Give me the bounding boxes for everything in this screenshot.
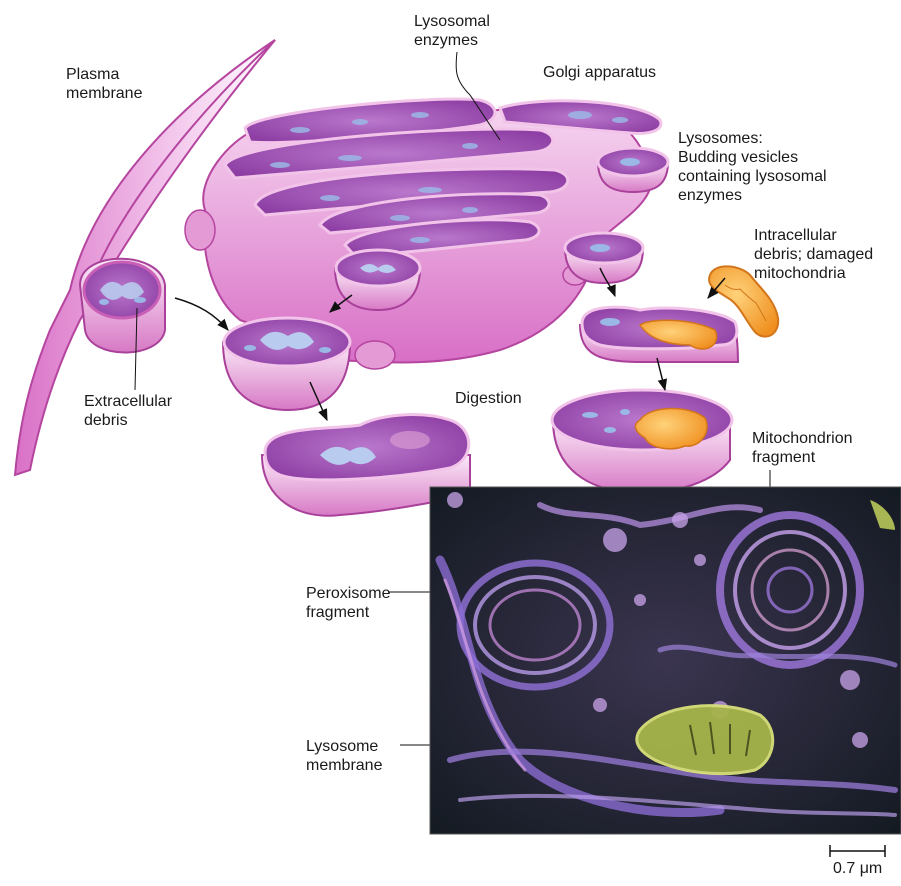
label-lysosomal-enzymes: Lysosomal enzymes [414, 12, 490, 50]
label-peroxisome-fragment: Peroxisome fragment [306, 584, 390, 622]
autophagic-vesicle [580, 307, 738, 362]
scale-bar [830, 845, 885, 857]
label-scale-bar: 0.7 μm [833, 859, 882, 878]
label-extracellular-debris: Extracellular debris [84, 392, 172, 430]
label-intracellular-debris: Intracellular debris; damaged mitochondr… [754, 226, 873, 283]
electron-micrograph [430, 487, 901, 834]
label-plasma-membrane: Plasma membrane [66, 65, 142, 103]
fused-vesicle [223, 318, 350, 410]
lysosome-vesicle-1 [598, 148, 668, 192]
endocytic-vesicle [80, 259, 165, 353]
label-golgi-apparatus: Golgi apparatus [543, 63, 656, 82]
digestion-vesicle-right [552, 390, 732, 492]
label-lysosome-membrane: Lysosome membrane [306, 737, 382, 775]
label-mitochondrion-fragment: Mitochondrion fragment [752, 429, 853, 467]
label-digestion: Digestion [455, 389, 522, 408]
golgi-vesicle [335, 250, 420, 310]
label-lysosomes: Lysosomes: Budding vesicles containing l… [678, 129, 827, 205]
